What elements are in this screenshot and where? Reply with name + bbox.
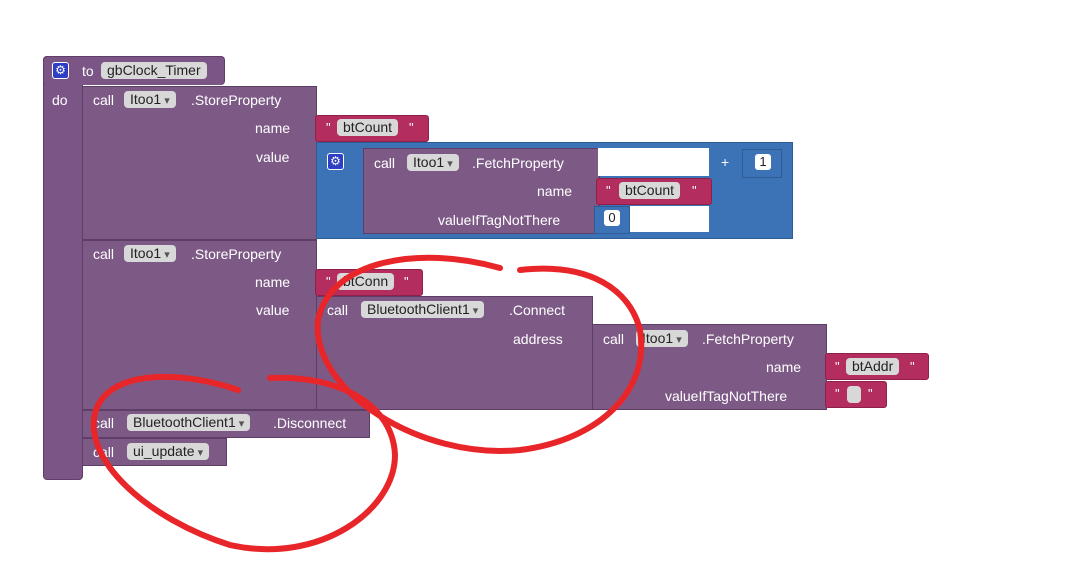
call-label: call [327, 302, 349, 318]
address-param-label: address [513, 331, 563, 347]
quote-open: " [606, 183, 611, 198]
method-label: .FetchProperty [472, 155, 564, 171]
quote-close: " [692, 183, 697, 198]
component-dropdown-itoo1[interactable]: Itoo1 [124, 245, 176, 262]
method-label: .Connect [509, 302, 566, 318]
call-label: call [93, 415, 115, 431]
plus-operator: + [721, 154, 730, 170]
store-property-block-2[interactable] [82, 240, 317, 410]
do-label: do [52, 92, 68, 108]
name-param-label: name [537, 183, 573, 199]
store-property-block-1[interactable] [82, 86, 317, 240]
empty-socket [630, 206, 709, 232]
call-label: call [93, 246, 115, 262]
component-dropdown-bluetoothclient1[interactable]: BluetoothClient1 [127, 414, 251, 431]
procedure-dropdown-ui-update[interactable]: ui_update [127, 443, 210, 460]
procedure-name-field[interactable]: gbClock_Timer [101, 62, 207, 79]
method-label: .FetchProperty [702, 331, 794, 347]
procedure-block-gbclock-timer[interactable] [43, 56, 83, 480]
number-block-1[interactable] [742, 149, 782, 178]
quote-open: " [835, 359, 840, 374]
method-label: .Disconnect [273, 415, 347, 431]
name-param-label: name [766, 359, 802, 375]
text-block-empty[interactable] [825, 381, 887, 408]
call-label: call [374, 155, 396, 171]
value-param-label: value [256, 149, 290, 165]
name-param-label: name [255, 274, 291, 290]
text-block-btaddr[interactable] [825, 353, 929, 380]
method-label: .StoreProperty [191, 246, 282, 262]
text-field-btcount[interactable]: btCount [337, 119, 399, 136]
quote-open: " [326, 274, 331, 289]
component-dropdown-itoo1[interactable]: Itoo1 [124, 91, 176, 108]
default-param-label: valueIfTagNotThere [438, 212, 561, 228]
quote-close: " [868, 386, 873, 401]
quote-open: " [835, 386, 840, 401]
quote-open: " [326, 120, 331, 135]
fetch-property-block-1[interactable] [363, 148, 600, 234]
value-param-label: value [256, 302, 290, 318]
call-label: call [603, 331, 625, 347]
text-field-btcount[interactable]: btCount [619, 182, 681, 199]
to-label: to [82, 63, 94, 79]
number-field-1[interactable]: 1 [755, 154, 771, 170]
default-param-label: valueIfTagNotThere [665, 388, 788, 404]
component-dropdown-itoo1[interactable]: Itoo1 [636, 330, 688, 347]
call-label: call [93, 444, 115, 460]
text-field-btaddr[interactable]: btAddr [846, 358, 900, 375]
text-field-empty[interactable] [847, 386, 861, 403]
name-param-label: name [255, 120, 291, 136]
text-field-btconn[interactable]: btConn [337, 273, 395, 290]
component-dropdown-bluetoothclient1[interactable]: BluetoothClient1 [361, 301, 485, 318]
quote-close: " [404, 274, 409, 289]
empty-socket [598, 148, 709, 176]
method-label: .StoreProperty [191, 92, 282, 108]
gear-icon[interactable]: ⚙ [52, 62, 69, 79]
gear-icon[interactable]: ⚙ [327, 153, 344, 170]
number-field-0[interactable]: 0 [604, 210, 620, 226]
quote-close: " [409, 120, 414, 135]
quote-close: " [910, 359, 915, 374]
component-dropdown-itoo1[interactable]: Itoo1 [407, 154, 459, 171]
call-label: call [93, 92, 115, 108]
